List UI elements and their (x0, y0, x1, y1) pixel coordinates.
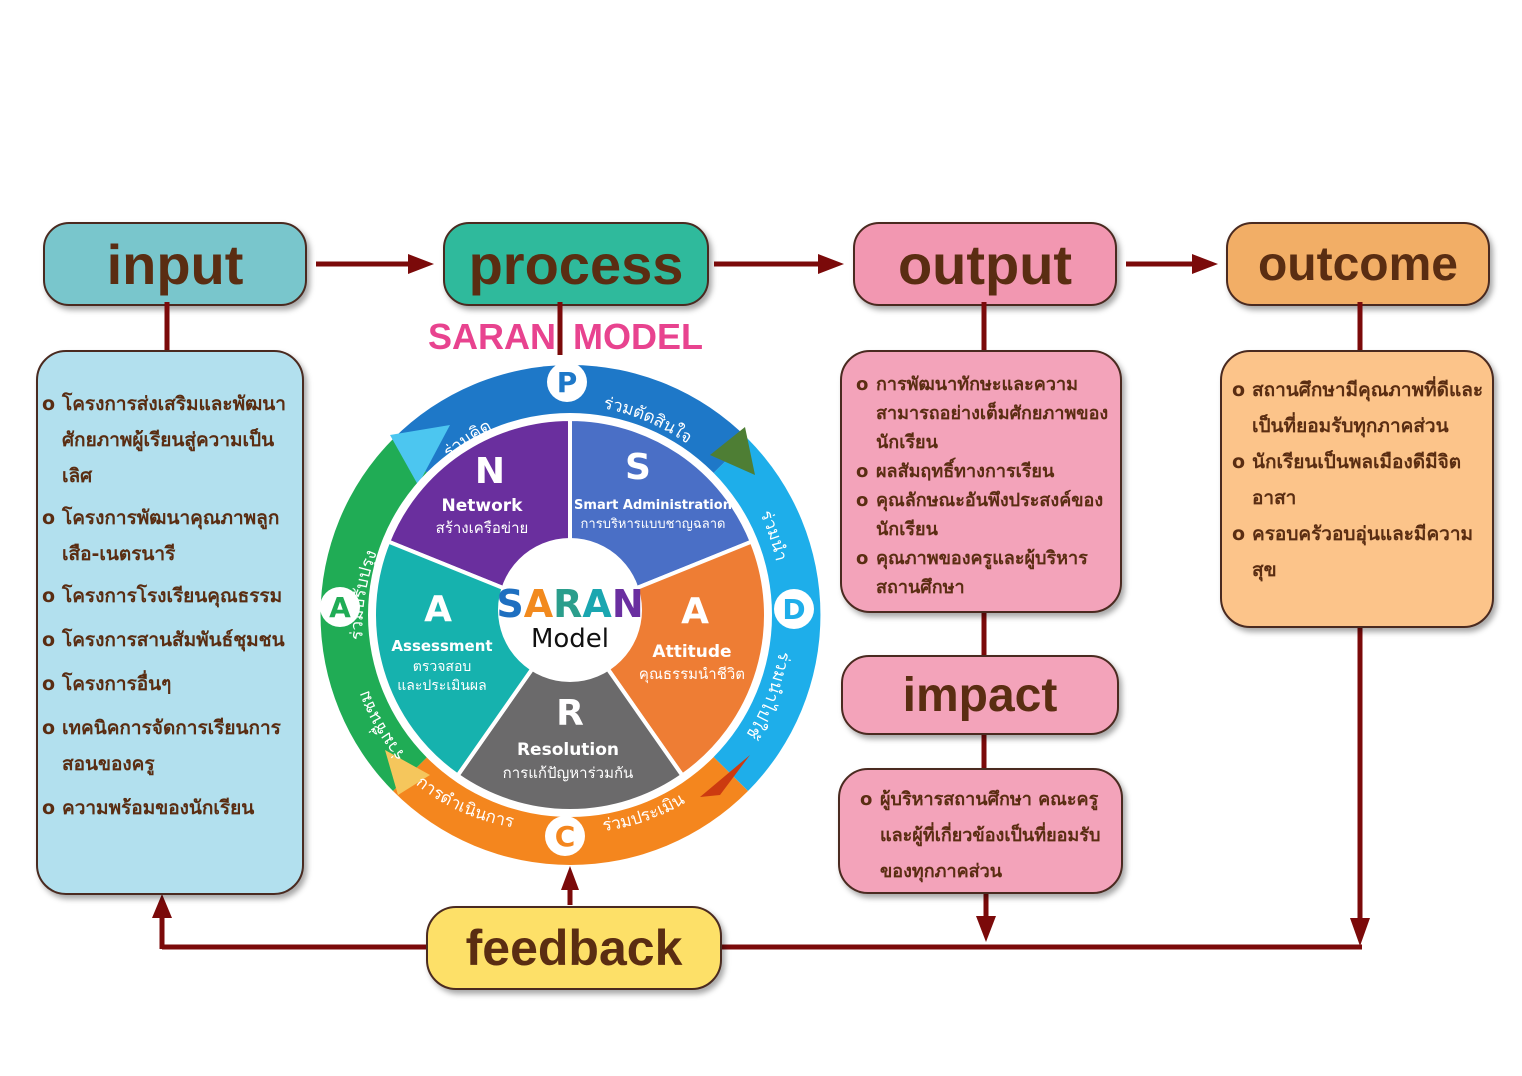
ring-arrow-c-to-a (385, 750, 430, 795)
output-item: คุณภาพของครูและผู้บริหารสถานศึกษา (856, 544, 1110, 602)
arrowhead-process-up (561, 866, 579, 890)
input-item: โครงการโรงเรียนคุณธรรม (42, 578, 298, 614)
outcome-item: ครอบครัวอบอุ่นและมีความสุข (1232, 516, 1486, 588)
ring-arrow-d-to-c (700, 755, 750, 797)
segment-resolution (454, 611, 686, 813)
model-title-right: MODEL (573, 316, 703, 357)
ring-arrow-p-to-d (710, 427, 755, 475)
seg-n-thai: สร้างเครือข่าย (436, 519, 529, 537)
center-letter-s: S (496, 582, 523, 626)
outcome-box: สถานศึกษามีคุณภาพที่ดีและเป็นที่ยอมรับทุ… (1220, 350, 1494, 628)
outcome-list: สถานศึกษามีคุณภาพที่ดีและเป็นที่ยอมรับทุ… (1232, 372, 1486, 588)
input-header-label: input (106, 232, 244, 296)
center-letter-n: N (612, 582, 644, 626)
outcome-header-label: outcome (1257, 237, 1458, 291)
process-header-label: process (468, 232, 684, 296)
input-item: เทคนิคการจัดการเรียนการสอนของครู (42, 710, 298, 782)
output-header-label: output (897, 232, 1073, 296)
input-item: โครงการสานสัมพันธ์ชุมชน (42, 622, 298, 658)
arrowhead-outcome (1192, 254, 1218, 274)
seg-s-letter: S (625, 447, 651, 488)
seg-s-thai: การบริหารแบบชาญฉลาด (581, 517, 726, 532)
input-list: โครงการส่งเสริมและพัฒนาศักยภาพผู้เรียนสู… (42, 386, 298, 826)
seg-att-name: Attitude (652, 642, 731, 662)
output-item: ผลสัมฤทธิ์ทางการเรียน (856, 457, 1110, 486)
input-item: ความพร้อมของนักเรียน (42, 790, 298, 826)
outcome-item: นักเรียนเป็นพลเมืองดีมีจิตอาสา (1232, 444, 1486, 516)
arrowhead-outcome-down (1350, 918, 1370, 946)
center-sub: Model (531, 624, 609, 654)
badge-c: C (545, 816, 585, 856)
seg-r-thai: การแก้ปัญหาร่วมกัน (503, 764, 634, 782)
output-box: การพัฒนาทักษะและความสามารถอย่างเต็มศักยภ… (840, 350, 1122, 613)
arrowhead-input-up (152, 894, 172, 918)
badge-d-letter: D (782, 593, 805, 626)
badge-p-letter: P (557, 366, 578, 399)
input-header: input (43, 222, 307, 306)
center-letter-a: A (524, 582, 554, 626)
center-circle (498, 538, 642, 682)
model-title: SARAN MODEL (428, 316, 703, 360)
impact-list: ผู้บริหารสถานศึกษา คณะครูและผู้ที่เกี่ยว… (860, 782, 1115, 890)
arrowhead-output (818, 254, 844, 274)
input-item: โครงการพัฒนาคุณภาพลูกเสือ-เนตรนารี (42, 500, 298, 572)
badge-c-letter: C (555, 820, 576, 853)
seg-n-name: Network (442, 496, 524, 516)
badge-a: A (320, 587, 360, 627)
center-letter-r: R (553, 582, 582, 626)
seg-att-thai: คุณธรรมนำชีวิต (639, 665, 745, 684)
seg-ass-thai-2: และประเมินผล (397, 678, 486, 694)
impact-box: ผู้บริหารสถานศึกษา คณะครูและผู้ที่เกี่ยว… (838, 768, 1123, 894)
outcome-item: สถานศึกษามีคุณภาพที่ดีและเป็นที่ยอมรับทุ… (1232, 372, 1486, 444)
seg-n-letter: N (475, 451, 505, 492)
input-box: โครงการส่งเสริมและพัฒนาศักยภาพผู้เรียนสู… (36, 350, 304, 895)
model-title-left: SARAN (428, 316, 557, 357)
seg-att-letter: A (681, 591, 709, 632)
output-header: output (853, 222, 1117, 306)
outcome-header: outcome (1226, 222, 1490, 306)
arrowhead-process (408, 254, 434, 274)
output-item: คุณลักษณะอันพึงประสงค์ของนักเรียน (856, 486, 1110, 544)
seg-r-letter: R (556, 693, 584, 734)
badge-d: D (774, 589, 814, 629)
input-item: โครงการส่งเสริมและพัฒนาศักยภาพผู้เรียนสู… (42, 386, 298, 494)
badge-a-letter: A (329, 591, 351, 624)
output-list: การพัฒนาทักษะและความสามารถอย่างเต็มศักยภ… (856, 370, 1110, 602)
center-letter-a2: A (582, 582, 612, 626)
seg-ass-letter: A (424, 589, 452, 630)
seg-s-name: Smart Administration (574, 498, 732, 513)
impact-header: impact (841, 655, 1119, 735)
process-header: process (443, 222, 709, 306)
seg-ass-name: Assessment (391, 637, 492, 655)
impact-item: ผู้บริหารสถานศึกษา คณะครูและผู้ที่เกี่ยว… (860, 782, 1115, 890)
seg-r-name: Resolution (517, 740, 619, 760)
input-item: โครงการอื่นๆ (42, 666, 298, 702)
badge-p: P (547, 362, 587, 402)
arrowhead-impact-down (976, 916, 996, 942)
feedback-header-label: feedback (465, 920, 683, 976)
output-item: การพัฒนาทักษะและความสามารถอย่างเต็มศักยภ… (856, 370, 1110, 457)
seg-ass-thai-1: ตรวจสอบ (413, 659, 472, 675)
impact-header-label: impact (902, 668, 1058, 722)
feedback-header: feedback (426, 906, 722, 990)
saran-wheel: SARAN Model N Network สร้างเครือข่าย S S… (320, 362, 821, 865)
ring-arrow-a-to-p (390, 425, 450, 485)
center-word: SARAN (496, 582, 643, 626)
